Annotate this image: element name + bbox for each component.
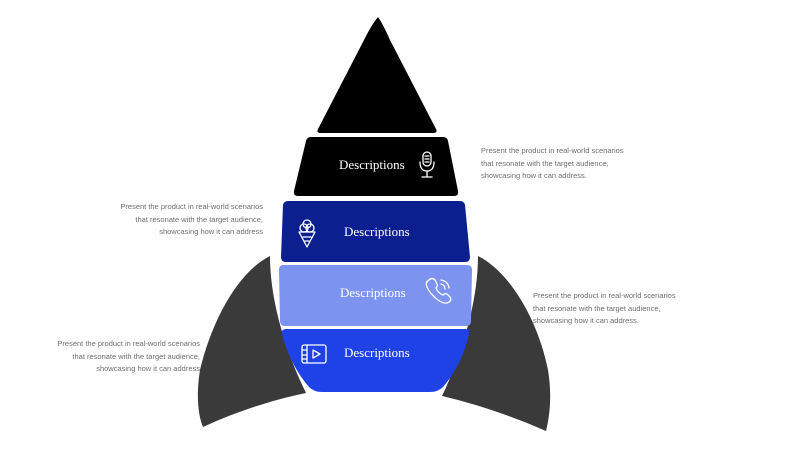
tier-1-band [293,137,459,196]
caption-line: Present the product in real-world scenar… [533,291,676,300]
tier-1-label: Descriptions [339,157,405,172]
right-fin [442,256,551,431]
caption-tier-1: Present the product in real-world scenar… [481,145,671,183]
caption-tier-2: Present the product in real-world scenar… [73,201,263,239]
nose-cone [317,17,437,133]
caption-line: Present the product in real-world scenar… [120,202,263,211]
caption-line: showcasing how it can address. [533,316,639,325]
left-fin [197,256,306,427]
caption-line: showcasing how it can address [159,227,263,236]
caption-line: that resonate with the target audience, [533,303,661,313]
tier-2-band [281,201,470,262]
caption-line: Present the product in real-world scenar… [57,339,200,348]
phone-icon [425,277,452,304]
caption-line: showcasing how it can address. [481,171,587,180]
caption-tier-4: Present the product in real-world scenar… [10,338,200,376]
caption-line: that resonate with the target audience, [72,351,200,361]
tier-4-band [281,329,470,392]
caption-line: Present the product in real-world scenar… [481,146,624,155]
caption-line: that resonate with the target audience, [481,158,609,168]
ice-cream-icon [298,219,316,248]
microphone-icon [419,151,435,178]
video-icon [301,344,327,364]
tier-3-band [279,265,472,326]
caption-line: showcasing how it can address [96,364,200,373]
tier-4-label: Descriptions [344,345,410,360]
caption-line: that resonate with the target audience, [135,214,263,224]
caption-tier-3: Present the product in real-world scenar… [533,290,723,328]
tier-2-label: Descriptions [344,224,410,239]
tier-3-label: Descriptions [340,285,406,300]
